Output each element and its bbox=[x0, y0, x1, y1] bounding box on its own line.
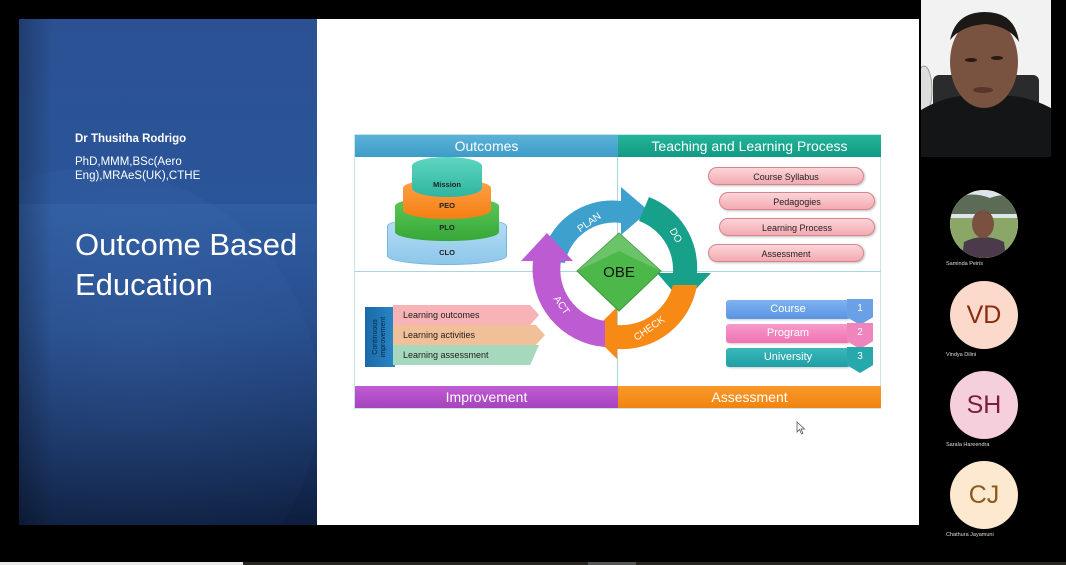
participant-avatar: SH bbox=[950, 371, 1018, 439]
level-number: 2 bbox=[847, 323, 873, 349]
participant-name: Sarala Hareendra bbox=[946, 442, 990, 448]
mouse-cursor-icon bbox=[796, 421, 806, 435]
decorative-band bbox=[19, 204, 317, 525]
improvement-item: Learning activities bbox=[393, 325, 545, 345]
scroll-thumb[interactable] bbox=[588, 562, 636, 565]
participant-name: Saminda Peiris bbox=[946, 261, 983, 267]
outcomes-header: Outcomes bbox=[355, 135, 618, 157]
participant-video-thumbnail bbox=[950, 190, 1018, 258]
assessment-level-course: Course bbox=[726, 300, 850, 319]
act-arrow bbox=[521, 233, 605, 347]
assessment-level-university: University bbox=[726, 348, 850, 367]
teaching-item: Pedagogies bbox=[719, 192, 875, 210]
decorative-strip bbox=[19, 19, 53, 525]
slide-title-panel: Dr Thusitha Rodrigo PhD,MMM,BSc(Aero Eng… bbox=[19, 19, 317, 525]
tier-mission: Mission bbox=[412, 157, 482, 197]
participant-avatar: VD bbox=[950, 281, 1018, 349]
presenter-video[interactable] bbox=[921, 0, 1051, 157]
participant-tile[interactable]: Saminda Peiris bbox=[946, 190, 1020, 267]
improvement-header: Improvement bbox=[355, 386, 618, 408]
participant-tile[interactable]: SH Sarala Hareendra bbox=[946, 371, 1020, 448]
assessment-header: Assessment bbox=[618, 386, 881, 408]
do-arrow bbox=[639, 197, 711, 303]
continuous-improvement-label: Continuous improvement bbox=[365, 307, 395, 367]
presenter-name: Dr Thusitha Rodrigo bbox=[75, 133, 187, 145]
shared-slide: Dr Thusitha Rodrigo PhD,MMM,BSc(Aero Eng… bbox=[19, 19, 919, 525]
presenter-credentials: PhD,MMM,BSc(Aero Eng),MRAeS(UK),CTHE bbox=[75, 156, 201, 182]
teaching-item: Assessment bbox=[708, 244, 864, 262]
level-number: 3 bbox=[847, 347, 873, 373]
obe-diamond bbox=[576, 232, 662, 312]
teaching-item: Course Syllabus bbox=[708, 167, 864, 185]
improvement-item: Learning outcomes bbox=[393, 305, 539, 325]
slide-title: Outcome Based Education bbox=[75, 227, 298, 302]
improvement-item: Learning assessment bbox=[393, 345, 539, 365]
teaching-learning-header: Teaching and Learning Process bbox=[618, 135, 881, 157]
presenter-video-feed bbox=[921, 0, 1051, 157]
participant-name: Vindya Dilini bbox=[946, 352, 977, 358]
participant-avatar: CJ bbox=[950, 461, 1018, 529]
taskbar-segment bbox=[0, 562, 243, 565]
participant-name: Chathura Jayamuni bbox=[946, 532, 994, 538]
participant-tile[interactable]: VD Vindya Dilini bbox=[946, 281, 1020, 358]
check-arrow bbox=[591, 285, 697, 359]
plan-arrow bbox=[541, 187, 649, 263]
participant-tile[interactable]: CJ Chathura Jayamuni bbox=[946, 461, 1020, 538]
obe-diagram: Outcomes Teaching and Learning Process C… bbox=[354, 134, 881, 409]
obe-label: OBE bbox=[603, 264, 635, 281]
assessment-level-program: Program bbox=[726, 324, 850, 343]
level-number: 1 bbox=[847, 299, 873, 325]
pdca-cycle: OBE PLAN DO CHECK ACT bbox=[521, 187, 711, 359]
teaching-item: Learning Process bbox=[719, 218, 875, 236]
taskbar-segment bbox=[243, 562, 1066, 565]
